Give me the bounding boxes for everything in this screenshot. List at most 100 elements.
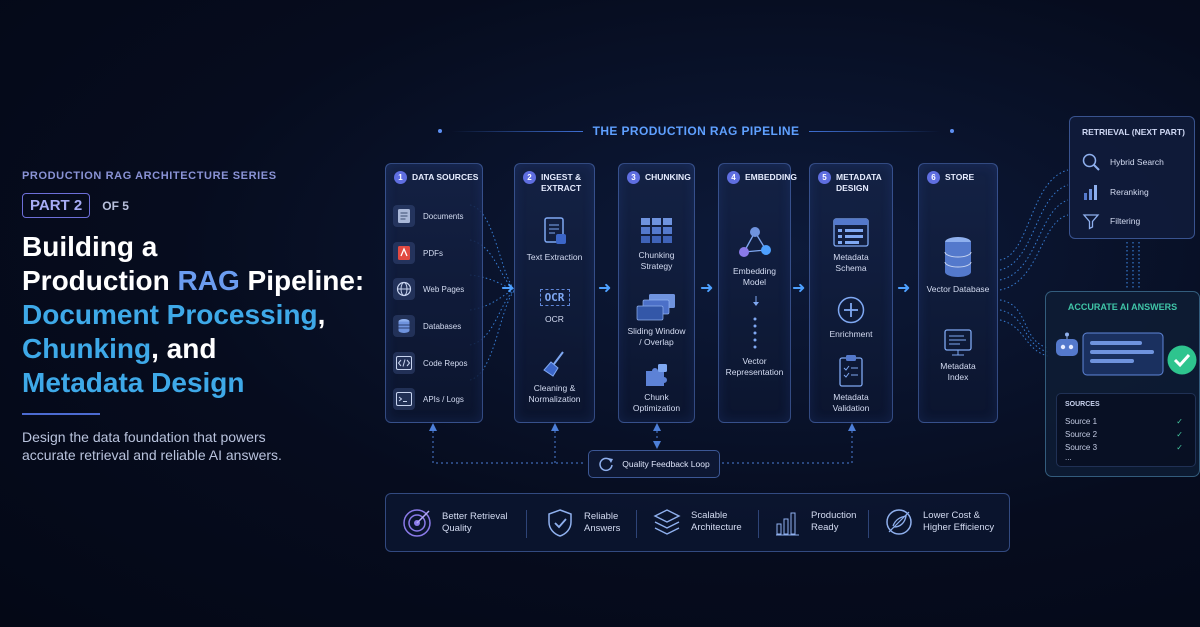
retrieval-title: RETRIEVAL (NEXT PART) xyxy=(1082,127,1185,137)
step-label: Embedding xyxy=(732,266,776,276)
growth-bars-icon xyxy=(776,512,799,536)
step-label: Metadata xyxy=(833,392,869,402)
retrieval-label: Filtering xyxy=(1110,216,1141,226)
puzzle-icon xyxy=(645,364,667,386)
benefit-divider xyxy=(868,510,869,538)
step-label: Validation xyxy=(832,403,870,413)
source-label: APIs / Logs xyxy=(423,394,464,404)
step-label: Schema xyxy=(835,263,867,273)
stage-header: 2 INGEST &EXTRACT xyxy=(523,171,582,194)
headline-metadata-design: Metadata Design xyxy=(22,367,245,398)
bar-chart-icon xyxy=(1084,185,1097,200)
stage-title-line-2: DESIGN xyxy=(836,183,869,193)
step-label: Chunking xyxy=(638,250,675,260)
step-number: 3 xyxy=(627,171,640,184)
stage-title-line-2: EXTRACT xyxy=(541,183,582,193)
source-name: Source 1 xyxy=(1065,417,1098,426)
step-enrichment: Enrichment xyxy=(810,295,892,340)
source-documents: Documents xyxy=(393,205,463,227)
ocr-icon: OCR xyxy=(539,289,570,306)
dot-icon xyxy=(438,129,442,133)
refresh-icon xyxy=(599,457,614,472)
step-vector-representation: Vector Representation xyxy=(719,316,790,378)
step-label: Enrichment xyxy=(829,329,873,339)
source-label: PDFs xyxy=(423,248,443,258)
answer-message-icon xyxy=(1082,332,1164,376)
more-sources: ... xyxy=(1065,453,1072,462)
source-code-repos: Code Repos xyxy=(393,352,467,374)
answers-title: ACCURATE AI ANSWERS xyxy=(1067,302,1178,312)
arrow-right-icon: ➜ xyxy=(897,280,911,297)
code-icon xyxy=(393,352,415,374)
part-indicator: PART 2 OF 5 xyxy=(22,193,129,218)
headline-document-processing: Document Processing xyxy=(22,299,318,330)
check-icon: ✓ xyxy=(1176,443,1183,452)
step-ocr: OCR OCR xyxy=(515,289,594,325)
robot-icon xyxy=(1056,332,1078,356)
arrow-right-icon: ➜ xyxy=(700,280,714,297)
pipeline-title: THE PRODUCTION RAG PIPELINE xyxy=(592,124,800,138)
benefit-divider xyxy=(636,510,637,538)
feedback-label: Quality Feedback Loop xyxy=(622,459,710,469)
sources-list: SOURCES Source 1✓ Source 2✓ Source 3✓ ..… xyxy=(1056,393,1196,467)
grid-blocks-icon xyxy=(640,218,672,243)
page-title: Building a Production RAG Pipeline: Docu… xyxy=(22,230,372,400)
step-label: Strategy xyxy=(640,261,673,271)
clipboard-check-icon xyxy=(839,355,863,387)
pdf-icon xyxy=(393,242,415,264)
stage-header: 6 STORE xyxy=(927,171,974,184)
source-label: Documents xyxy=(423,211,464,221)
headline-production: Production xyxy=(22,265,178,296)
step-label: OCR xyxy=(545,314,564,324)
source-web-pages: Web Pages xyxy=(393,278,464,300)
benefit-divider xyxy=(526,510,527,538)
title-divider xyxy=(22,413,100,415)
benefit-line-1: Reliable xyxy=(584,511,619,522)
search-icon xyxy=(1082,153,1100,171)
headline-line-1: Building a xyxy=(22,231,158,262)
source-label: Web Pages xyxy=(423,284,465,294)
stage-title-line-1: INGEST & xyxy=(541,172,582,182)
benefit-line-2: Ready xyxy=(811,522,839,533)
step-label: Cleaning & xyxy=(533,383,576,393)
document-icon xyxy=(393,205,415,227)
step-label: Representation xyxy=(725,367,784,377)
benefit-line-2: Higher Efficiency xyxy=(923,522,995,533)
database-stack-icon xyxy=(944,237,972,277)
layers-icon xyxy=(653,509,681,535)
text-extraction-icon xyxy=(543,217,566,244)
stage-store: 6 STORE Vector Database Metadata Index xyxy=(918,163,998,423)
stage-title: DATA SOURCES xyxy=(412,172,479,182)
series-label: PRODUCTION RAG ARCHITECTURE SERIES xyxy=(22,170,277,182)
benefit-divider xyxy=(758,510,759,538)
step-label: Vector xyxy=(742,356,767,366)
source-databases: Databases xyxy=(393,315,461,337)
step-label: Text Extraction xyxy=(526,252,583,262)
source-label: Code Repos xyxy=(423,358,468,368)
stage-header: 1 DATA SOURCES xyxy=(394,171,479,184)
stage-embedding: 4 EMBEDDING Embedding Model Vector Repre… xyxy=(718,163,797,423)
pipeline-heading: THE PRODUCTION RAG PIPELINE xyxy=(438,122,955,140)
part-badge: PART 2 xyxy=(22,193,91,218)
source-row: Source 2 ✓ xyxy=(1065,430,1183,439)
benefit-line-1: Production xyxy=(811,510,857,521)
retrieval-panel: RETRIEVAL (NEXT PART) Hybrid Search Rera… xyxy=(1069,116,1195,239)
check-icon: ✓ xyxy=(1176,430,1183,439)
benefit-line-2: Architecture xyxy=(691,522,742,533)
retrieval-hybrid-search: Hybrid Search xyxy=(1082,153,1164,171)
heading-line-left xyxy=(452,130,583,132)
heading-line-right xyxy=(809,130,941,132)
headline-comma: , xyxy=(317,299,326,330)
source-more: ... xyxy=(1065,453,1183,462)
stage-data-sources: 1 DATA SOURCES Documents PDFs Web Pages … xyxy=(385,163,483,423)
step-label: Chunk xyxy=(644,392,669,402)
step-number: 2 xyxy=(523,171,536,184)
arrow-right-icon: ➜ xyxy=(501,280,515,297)
subtitle-line-2: accurate retrieval and reliable AI answe… xyxy=(22,447,282,463)
monitor-index-icon xyxy=(944,329,972,356)
source-name: Source 2 xyxy=(1065,430,1098,439)
step-metadata-schema: Metadata Schema xyxy=(810,218,892,274)
source-name: Source 3 xyxy=(1065,443,1098,452)
